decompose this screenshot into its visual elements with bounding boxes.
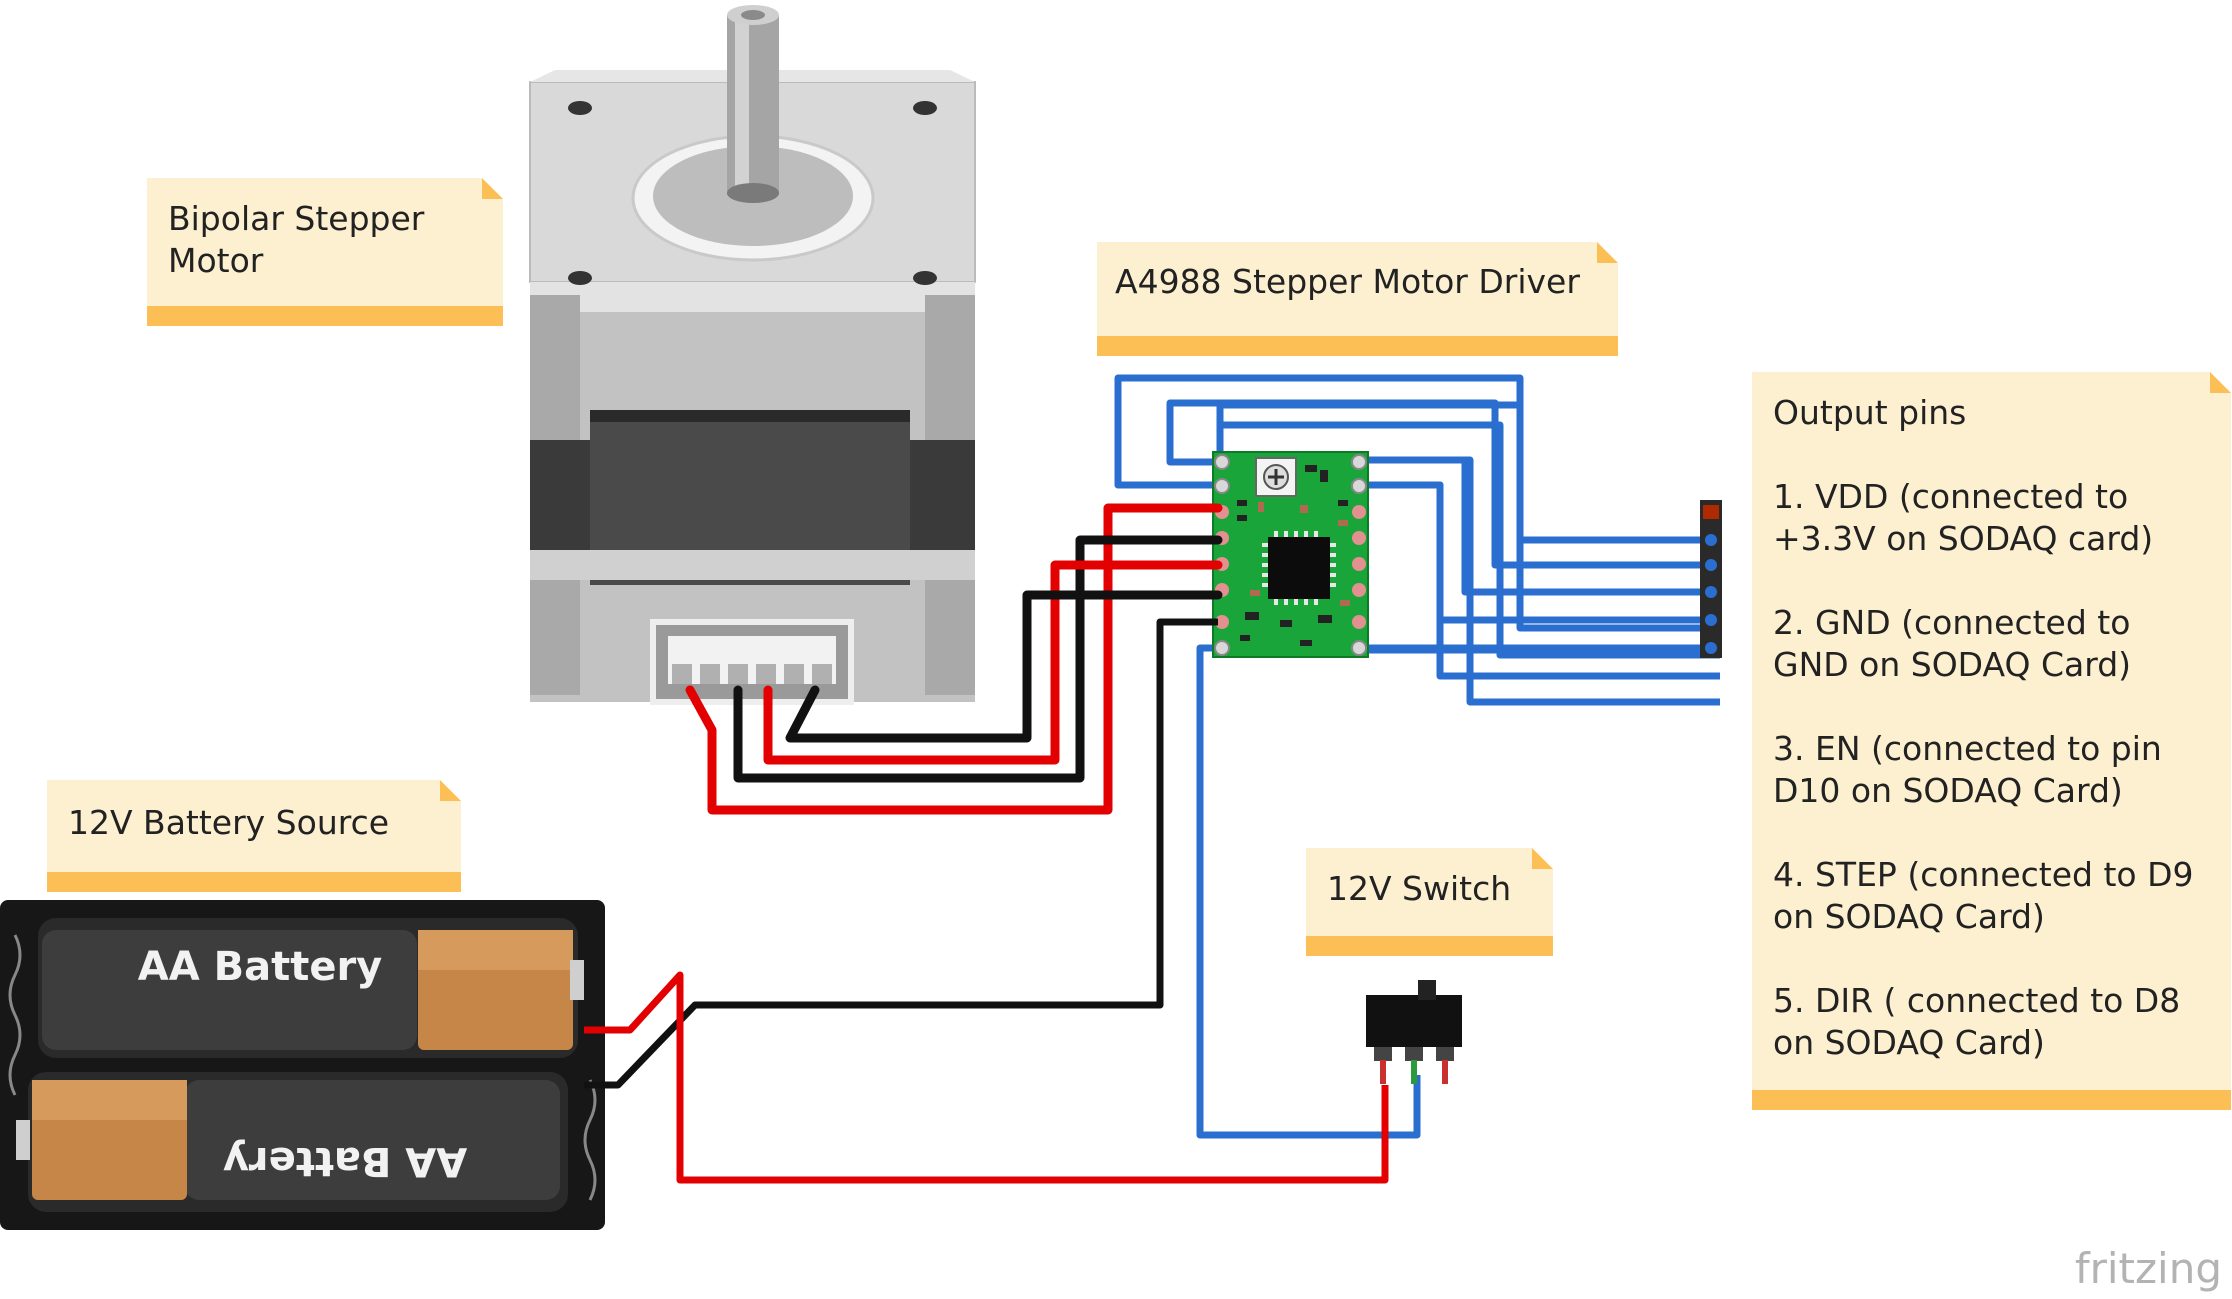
battery-cell1-label: AA Battery (138, 944, 383, 990)
note-output-line: on SODAQ Card) (1773, 1023, 2045, 1062)
note-switch-title: 12V Switch (1327, 869, 1511, 908)
slide-switch (1366, 980, 1462, 1084)
battery-cell2-label: AA Battery (223, 1138, 468, 1184)
note-battery-source: 12V Battery Source (47, 780, 461, 892)
battery-holder: AA Battery AA Battery (0, 900, 610, 1230)
a4988-driver-board (1212, 451, 1369, 658)
note-output-line: +3.3V on SODAQ card) (1773, 519, 2153, 558)
note-battery-title: 12V Battery Source (68, 803, 389, 842)
power-wires (600, 618, 1389, 1184)
note-output-line: 3. EN (connected to pin (1773, 729, 2162, 768)
note-output-line: 5. DIR ( connected to D8 (1773, 981, 2180, 1020)
note-driver-title: A4988 Stepper Motor Driver (1115, 262, 1580, 301)
note-switch: 12V Switch (1306, 848, 1553, 956)
note-output-line: GND on SODAQ Card) (1773, 645, 2131, 684)
note-output-title: Output pins (1773, 393, 1966, 432)
stepper-motor (529, 5, 976, 705)
fritzing-watermark: fritzing (2075, 1244, 2222, 1293)
note-output-line: 4. STEP (connected to D9 (1773, 855, 2194, 894)
blue-wires-left (1114, 374, 1710, 652)
note-a4988-driver: A4988 Stepper Motor Driver (1097, 242, 1618, 356)
note-output-line: 1. VDD (connected to (1773, 477, 2128, 516)
note-motor-line2: Motor (168, 241, 264, 280)
note-output-line: 2. GND (connected to (1773, 603, 2130, 642)
note-motor-line1: Bipolar Stepper (168, 199, 425, 238)
note-output-line: on SODAQ Card) (1773, 897, 2045, 936)
note-bipolar-stepper-motor: Bipolar Stepper Motor (147, 178, 503, 326)
motor-wires (685, 503, 1223, 815)
note-output-line: D10 on SODAQ Card) (1773, 771, 2123, 810)
output-header-pins (1700, 500, 1722, 658)
note-output-pins: Output pins 1. VDD (connected to +3.3V o… (1752, 372, 2231, 1110)
